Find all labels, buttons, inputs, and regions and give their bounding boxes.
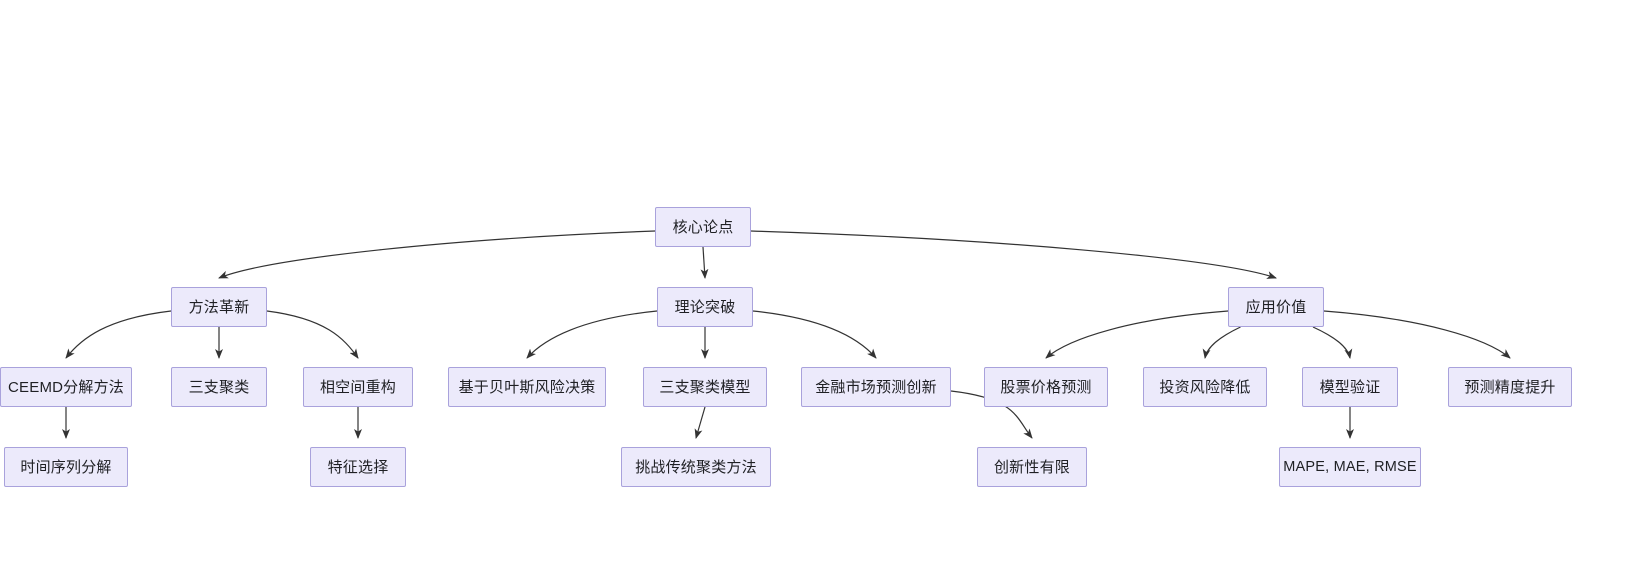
- flow-node-c3[interactable]: 模型验证: [1302, 367, 1398, 407]
- flow-edge-m3-to-c4: [1323, 310, 1511, 359]
- flow-node-label: 金融市场预测创新: [815, 378, 937, 396]
- flow-node-b3a[interactable]: 创新性有限: [977, 447, 1087, 487]
- flow-edge-m3-to-c1: [1045, 310, 1229, 359]
- flow-node-c2[interactable]: 投资风险降低: [1143, 367, 1267, 407]
- flow-node-b3[interactable]: 金融市场预测创新: [801, 367, 951, 407]
- flow-node-m3[interactable]: 应用价值: [1228, 287, 1324, 327]
- flow-node-m2[interactable]: 理论突破: [657, 287, 753, 327]
- flow-node-label: 核心论点: [672, 218, 734, 236]
- flow-node-label: 股票价格预测: [1000, 378, 1092, 396]
- flow-node-label: MAPE, MAE, RMSE: [1283, 458, 1417, 475]
- flow-node-label: 理论突破: [674, 298, 736, 316]
- flow-node-b1[interactable]: 基于贝叶斯风险决策: [448, 367, 606, 407]
- edge-paths: [62, 230, 1511, 439]
- flow-node-label: 应用价值: [1245, 298, 1307, 316]
- flow-edge-root-to-m3: [750, 230, 1277, 279]
- flow-edge-m3-to-c2: [1202, 326, 1241, 359]
- flow-node-root[interactable]: 核心论点: [655, 207, 751, 247]
- flow-node-label: 三支聚类: [188, 378, 250, 396]
- flow-edge-b2-to-b2a: [694, 406, 706, 439]
- flow-node-label: 三支聚类模型: [659, 378, 751, 396]
- flow-edge-m3-to-c3: [1312, 326, 1353, 359]
- flow-node-label: 投资风险降低: [1159, 378, 1251, 396]
- flow-edge-m2-to-b3: [752, 310, 877, 359]
- flow-node-label: 方法革新: [188, 298, 250, 316]
- flow-node-c3a[interactable]: MAPE, MAE, RMSE: [1279, 447, 1421, 487]
- flow-edge-m1-to-a1: [65, 310, 172, 359]
- flow-node-c1[interactable]: 股票价格预测: [984, 367, 1108, 407]
- flow-node-label: 创新性有限: [993, 458, 1070, 476]
- flow-edge-m1-to-a3: [266, 310, 359, 359]
- flow-node-label: 相空间重构: [319, 378, 396, 396]
- flow-node-label: 基于贝叶斯风险决策: [458, 378, 596, 396]
- flow-edge-root-to-m2: [700, 246, 709, 279]
- flow-node-a2[interactable]: 三支聚类: [171, 367, 267, 407]
- flow-edge-m2-to-b1: [526, 310, 658, 359]
- flow-node-label: 特征选择: [327, 458, 389, 476]
- flow-node-a1a[interactable]: 时间序列分解: [4, 447, 128, 487]
- flow-node-label: 预测精度提升: [1464, 378, 1556, 396]
- flow-node-label: 模型验证: [1319, 378, 1381, 396]
- flow-node-a3[interactable]: 相空间重构: [303, 367, 413, 407]
- flow-node-label: CEEMD分解方法: [8, 378, 124, 396]
- flow-node-a3a[interactable]: 特征选择: [310, 447, 406, 487]
- flow-edge-root-to-m1: [218, 230, 656, 279]
- flow-node-b2[interactable]: 三支聚类模型: [643, 367, 767, 407]
- flow-node-b2a[interactable]: 挑战传统聚类方法: [621, 447, 771, 487]
- flow-node-label: 时间序列分解: [20, 458, 112, 476]
- flow-node-a1[interactable]: CEEMD分解方法: [0, 367, 132, 407]
- flow-node-m1[interactable]: 方法革新: [171, 287, 267, 327]
- flow-node-label: 挑战传统聚类方法: [635, 458, 757, 476]
- flow-node-c4[interactable]: 预测精度提升: [1448, 367, 1572, 407]
